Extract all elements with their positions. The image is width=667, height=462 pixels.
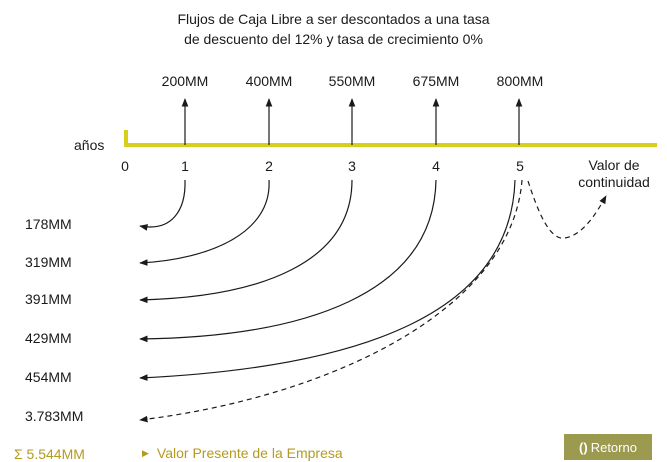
year-label-3: 3 (348, 158, 356, 174)
continuity-label: Valor de continuidad (568, 157, 660, 191)
title-line-1: Flujos de Caja Libre a ser descontados a… (177, 11, 490, 27)
present-value-2: 319MM (25, 254, 72, 270)
return-button-label: Retorno (590, 439, 637, 455)
present-value-4: 429MM (25, 330, 72, 346)
continuity-curve (139, 179, 523, 423)
cash-flow-label-2: 400MM (245, 73, 293, 89)
present-value-1: 178MM (25, 216, 72, 232)
year-label-5: 5 (516, 158, 524, 174)
cash-flow-label-3: 550MM (328, 73, 376, 89)
present-value-3: 391MM (25, 291, 72, 307)
discount-curve-2 (139, 179, 270, 266)
discount-curve-1 (139, 179, 186, 231)
present-value-sum: Σ 5.544MM (14, 446, 85, 462)
title-line-2: de descuento del 12% y tasa de crecimien… (184, 31, 483, 47)
year-label-0: 0 (121, 158, 129, 174)
cycle-icon: () (579, 439, 588, 455)
year-label-4: 4 (432, 158, 440, 174)
diagram-title: Flujos de Caja Libre a ser descontados a… (0, 9, 667, 49)
present-value-continuity: 3.783MM (25, 408, 84, 424)
continuity-label-line-1: Valor de (588, 157, 640, 173)
play-icon: ▶ (142, 448, 149, 458)
company-present-value-label: Valor Presente de la Empresa (156, 445, 343, 461)
discount-curve-5 (139, 179, 516, 381)
timeline-axis (124, 130, 657, 147)
return-button[interactable]: () Retorno (564, 434, 652, 460)
year-label-1: 1 (181, 158, 189, 174)
year-label-2: 2 (265, 158, 273, 174)
continuity-label-line-2: continuidad (578, 174, 650, 190)
discount-curve-3 (139, 179, 353, 304)
discount-curve-4 (139, 179, 437, 343)
cash-flow-label-4: 675MM (412, 73, 460, 89)
cash-flow-label-5: 800MM (496, 73, 544, 89)
continuity-loop (527, 180, 607, 239)
cash-flow-label-1: 200MM (161, 73, 209, 89)
company-present-value-link[interactable]: ▶ Valor Presente de la Empresa (142, 445, 343, 461)
axis-label: años (74, 137, 105, 153)
present-value-5: 454MM (25, 369, 72, 385)
